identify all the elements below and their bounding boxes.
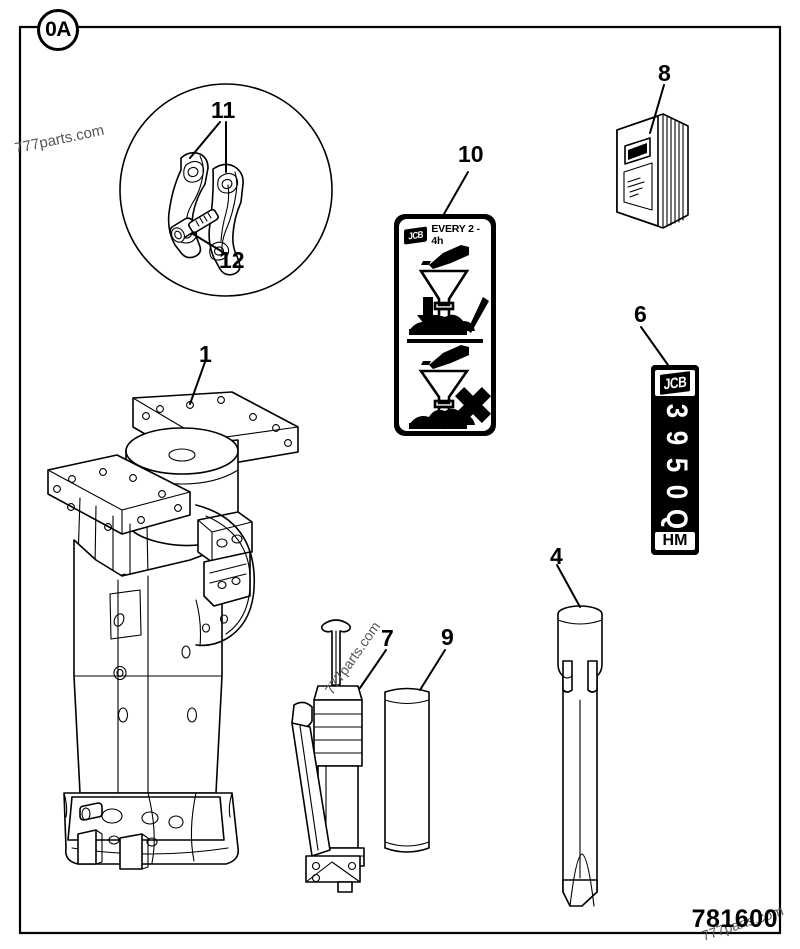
callout-6: 6 [634, 301, 647, 327]
callout-10: 10 [458, 141, 484, 167]
decal-pictograms [409, 245, 491, 430]
model-digit: Q [660, 508, 695, 530]
sheet-border [18, 25, 782, 935]
decal-interval-text: EVERY 2 - 4h [431, 223, 480, 247]
callout-12: 12 [219, 247, 245, 273]
socket-head-bolt [169, 208, 220, 243]
model-digit: 9 [660, 430, 695, 446]
model-nameplate-decal: JCB 3 9 5 0 Q HM [651, 365, 699, 555]
model-digit: 0 [660, 484, 695, 500]
hydraulic-breaker-body [47, 361, 299, 870]
valve-block [195, 504, 256, 647]
nameplate-model-digits: 3 9 5 0 Q [660, 396, 695, 532]
leader-6 [640, 326, 669, 366]
leader-10 [443, 171, 469, 215]
callout-1: 1 [199, 341, 212, 367]
clamp-half-left [167, 151, 209, 259]
callout-8: 8 [658, 60, 671, 86]
clamp-half-right [208, 163, 244, 276]
model-digit: 3 [660, 403, 695, 419]
pictogram-incorrect [409, 345, 491, 430]
decal-divider [407, 339, 483, 343]
nameplate-logo-box: JCB [655, 370, 695, 396]
moil-point-tool [556, 564, 603, 907]
callout-9: 9 [441, 624, 454, 650]
section-badge: 0A [37, 9, 79, 51]
model-digit: 5 [660, 457, 695, 473]
callout-4: 4 [550, 543, 563, 569]
callout-11: 11 [211, 97, 236, 123]
nameplate-suffix-text: HM [662, 532, 688, 549]
grease-cartridge [384, 649, 446, 853]
operators-handbook [616, 84, 689, 229]
nameplate-suffix-box: HM [655, 532, 695, 550]
greasing-instruction-decal: JCB EVERY 2 - 4h [394, 214, 496, 436]
jcb-logo-text: JCB [663, 372, 687, 394]
jcb-logo-icon: JCB [659, 370, 691, 396]
detail-circle-clamp [119, 83, 333, 297]
drawing-part-number: 781600 [691, 905, 778, 933]
pictogram-correct [409, 245, 489, 335]
callout-7: 7 [381, 625, 394, 651]
grease-gun [291, 619, 387, 893]
decal-header: JCB EVERY 2 - 4h [404, 223, 488, 247]
